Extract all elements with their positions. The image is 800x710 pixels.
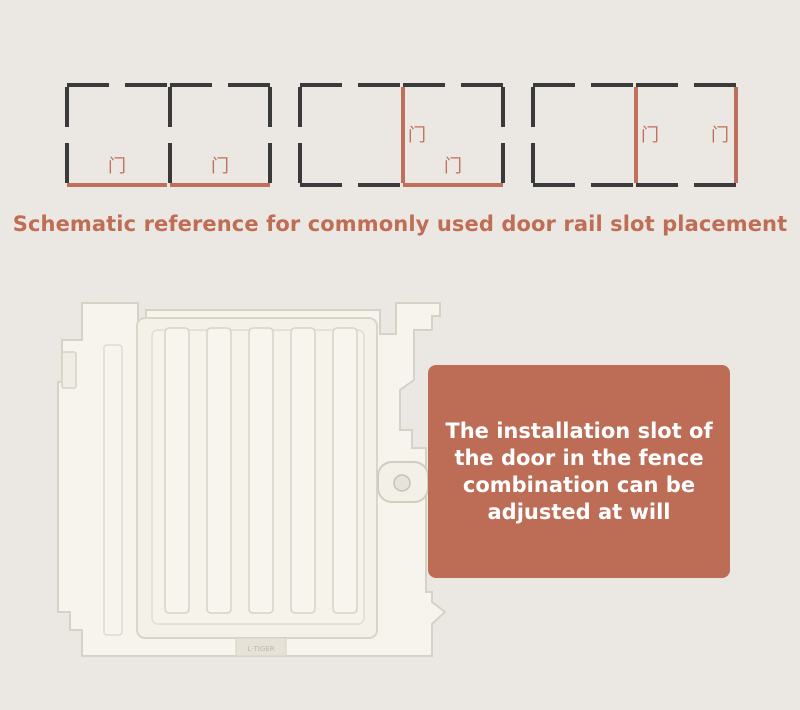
door-slat bbox=[164, 327, 190, 614]
caption: Schematic reference for commonly used do… bbox=[12, 212, 788, 236]
door-marker-label: 门 bbox=[108, 156, 126, 177]
brand-label: L·TIGER bbox=[247, 645, 274, 653]
door-slat bbox=[290, 327, 316, 614]
brand-plate bbox=[235, 637, 287, 657]
door-slat bbox=[206, 327, 232, 614]
info-box-text: The installation slot of the door in the… bbox=[445, 418, 713, 524]
door-slat bbox=[248, 327, 274, 614]
door-slot-diagram: 门门门门门门 bbox=[65, 83, 738, 187]
latch-knob bbox=[393, 474, 411, 492]
left-tab bbox=[61, 351, 77, 389]
door-marker-label: 门 bbox=[211, 156, 229, 177]
fence-door-panel-image: L·TIGER bbox=[57, 302, 447, 657]
door-marker-label: 门 bbox=[711, 125, 729, 146]
door-slat bbox=[332, 327, 358, 614]
door-marker-label: 门 bbox=[641, 125, 659, 146]
door-marker-label: 门 bbox=[408, 125, 426, 146]
frame-rail bbox=[103, 344, 123, 636]
info-box: The installation slot of the door in the… bbox=[428, 365, 730, 578]
door-marker-label: 门 bbox=[444, 156, 462, 177]
